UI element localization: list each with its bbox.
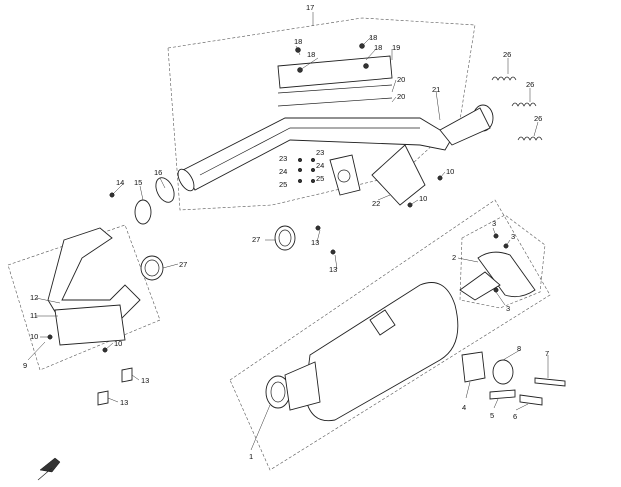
callout-6: 6 bbox=[513, 412, 517, 421]
callout-25: 25 bbox=[316, 174, 324, 183]
callout-23: 23 bbox=[279, 154, 287, 163]
callout-4: 4 bbox=[462, 403, 466, 412]
callout-13: 13 bbox=[329, 265, 337, 274]
head-pipe-flange bbox=[329, 144, 426, 206]
callout-26: 26 bbox=[534, 114, 542, 123]
callout-13: 13 bbox=[141, 376, 149, 385]
callout-11: 11 bbox=[30, 311, 38, 320]
group-outline-head-pipe bbox=[167, 17, 476, 211]
callout-labels: 17 18 18 18 18 19 20 20 21 26 26 26 16 1… bbox=[23, 3, 549, 461]
callout-1: 1 bbox=[249, 452, 253, 461]
callout-14: 14 bbox=[116, 178, 124, 187]
muffler bbox=[265, 282, 459, 422]
front-exhaust-pipe bbox=[47, 227, 141, 346]
callout-15: 15 bbox=[134, 178, 142, 187]
callout-13: 13 bbox=[311, 238, 319, 247]
callout-26: 26 bbox=[503, 50, 511, 59]
callout-5: 5 bbox=[490, 411, 494, 420]
callout-2: 2 bbox=[452, 253, 456, 262]
head-pipe-heat-shield bbox=[277, 43, 393, 107]
callout-25: 25 bbox=[279, 180, 287, 189]
callout-3: 3 bbox=[492, 219, 496, 228]
callout-20: 20 bbox=[397, 92, 405, 101]
callout-19: 19 bbox=[392, 43, 400, 52]
callout-18: 18 bbox=[374, 43, 382, 52]
muffler-heat-shield bbox=[459, 251, 536, 301]
callout-10: 10 bbox=[446, 167, 454, 176]
callout-21: 21 bbox=[432, 85, 440, 94]
callout-18: 18 bbox=[294, 37, 302, 46]
callout-18: 18 bbox=[307, 50, 315, 59]
callout-8: 8 bbox=[517, 344, 521, 353]
muffler-mount bbox=[461, 351, 566, 406]
callout-27: 27 bbox=[179, 260, 187, 269]
callout-16: 16 bbox=[154, 168, 162, 177]
group-outline-heat-shield bbox=[459, 214, 546, 309]
callout-20: 20 bbox=[397, 75, 405, 84]
springs bbox=[491, 76, 543, 141]
front-direction-arrow-icon bbox=[37, 457, 61, 481]
callout-24: 24 bbox=[279, 167, 287, 176]
callout-10: 10 bbox=[114, 339, 122, 348]
fasteners bbox=[47, 157, 509, 406]
callout-9: 9 bbox=[23, 361, 27, 370]
callout-18: 18 bbox=[369, 33, 377, 42]
callout-12: 12 bbox=[30, 293, 38, 302]
callout-10: 10 bbox=[419, 194, 427, 203]
callout-27: 27 bbox=[252, 235, 260, 244]
callout-3: 3 bbox=[511, 232, 515, 241]
callout-26: 26 bbox=[526, 80, 534, 89]
callout-23: 23 bbox=[316, 148, 324, 157]
callout-13: 13 bbox=[120, 398, 128, 407]
callout-7: 7 bbox=[545, 349, 549, 358]
callout-24: 24 bbox=[316, 161, 324, 170]
callout-10: 10 bbox=[30, 332, 38, 341]
leader-lines bbox=[27, 12, 549, 451]
callout-3: 3 bbox=[506, 304, 510, 313]
callout-17: 17 bbox=[306, 3, 314, 12]
head-pipe bbox=[177, 104, 494, 192]
exhaust-gasket bbox=[134, 177, 296, 281]
callout-22: 22 bbox=[372, 199, 380, 208]
group-outline-muffler bbox=[229, 199, 551, 471]
